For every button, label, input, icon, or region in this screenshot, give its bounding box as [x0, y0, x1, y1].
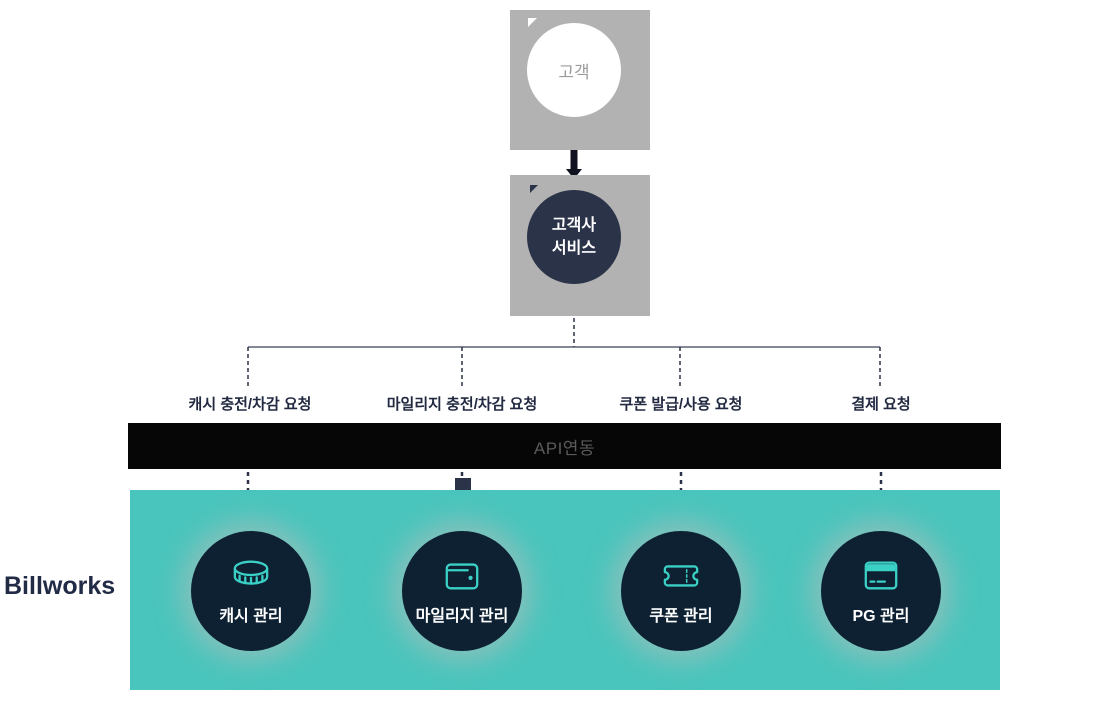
coin-icon: [233, 560, 269, 585]
module-mileage: 마일리지 관리: [402, 531, 522, 651]
module-pg: PG 관리: [821, 531, 941, 651]
module-label-pg: PG 관리: [852, 608, 910, 625]
corner-triangle-icon: [530, 185, 538, 193]
module-label-cash: 캐시 관리: [219, 608, 283, 625]
corner-triangle-icon: [528, 18, 537, 27]
connector-node-square: [455, 478, 471, 491]
request-label-mileage: 마일리지 충전/차감 요청: [386, 396, 538, 413]
customer-circle: 고객: [527, 23, 621, 117]
request-label-coupon: 쿠폰 발급/사용 요청: [619, 396, 743, 413]
module-label-mileage: 마일리지 관리: [415, 608, 509, 625]
module-coupon: 쿠폰 관리: [621, 531, 741, 651]
wallet-icon: [445, 563, 479, 590]
service-label-line1: 고객사: [551, 216, 597, 234]
module-label-coupon: 쿠폰 관리: [649, 608, 713, 625]
request-label-cash: 캐시 충전/차감 요청: [188, 396, 312, 413]
service-circle: 고객사 서비스: [527, 190, 621, 284]
request-label-payment: 결제 요청: [851, 396, 911, 413]
module-cash: 캐시 관리: [191, 531, 311, 651]
customer-label: 고객: [558, 62, 590, 82]
credit-card-icon: [864, 561, 898, 590]
ticket-icon: [663, 565, 699, 587]
api-bar-label: API연동: [533, 438, 596, 458]
customer-box: 고객: [510, 10, 650, 150]
brand-label: Billworks: [4, 572, 116, 600]
api-bar: API연동: [128, 423, 1001, 469]
service-box: 고객사 서비스: [510, 175, 650, 316]
service-label-line2: 서비스: [551, 240, 597, 257]
